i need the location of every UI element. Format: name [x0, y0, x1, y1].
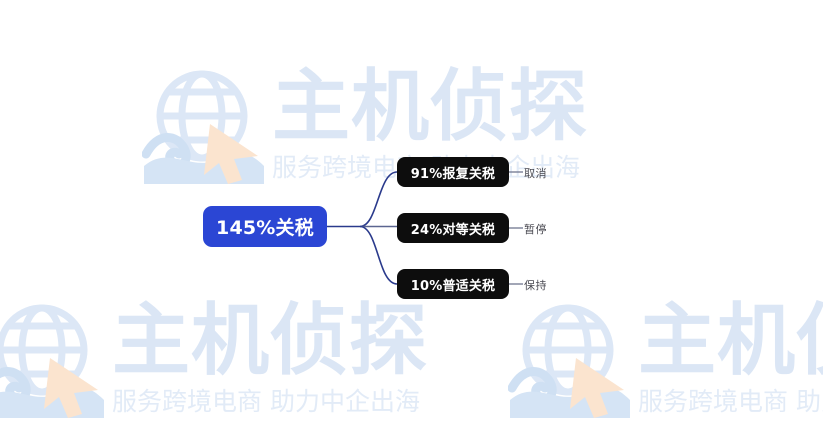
branch-node-10-universal-tariff[interactable]: 10%普适关税 [397, 269, 509, 299]
branch-node-91-retaliatory-tariff[interactable]: 91%报复关税 [397, 157, 509, 187]
status-label-maintained: 保持 [524, 279, 547, 292]
branch-node-label: 91%报复关税 [410, 166, 496, 182]
branch-node-label: 24%对等关税 [410, 222, 496, 238]
branch-node-label: 10%普适关税 [410, 278, 496, 294]
root-node-label: 145%关税 [216, 217, 314, 239]
branch-node-24-reciprocal-tariff[interactable]: 24%对等关税 [397, 213, 509, 243]
status-label-cancelled: 取消 [524, 167, 547, 180]
status-label-suspended: 暂停 [524, 223, 547, 236]
root-node-145-tariff[interactable]: 145%关税 [203, 206, 327, 247]
